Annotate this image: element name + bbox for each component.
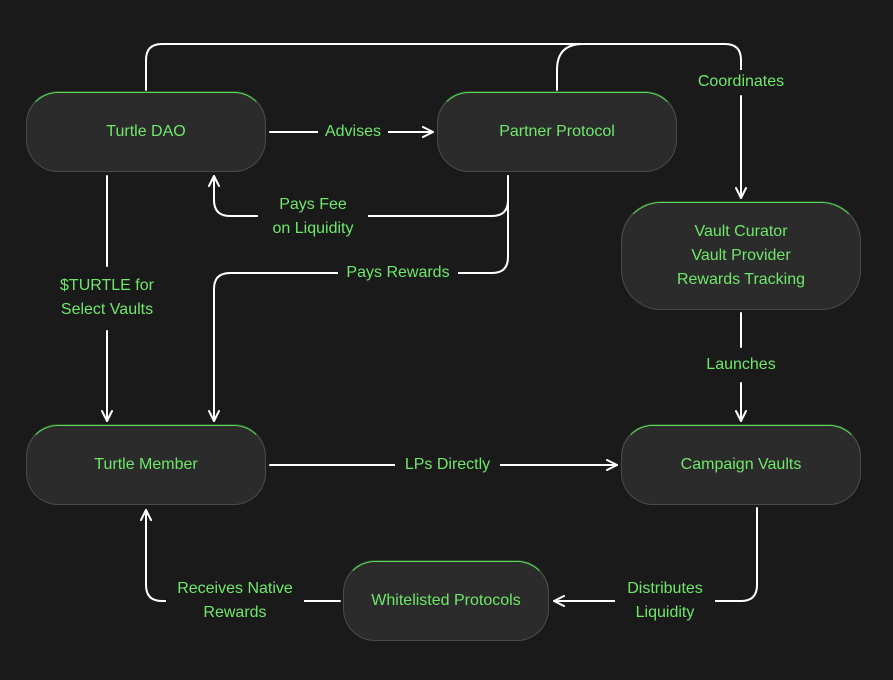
- wire-pays-fee: [361, 175, 509, 217]
- edge-label-receives-native-rewards: Receives Native Rewards: [166, 577, 304, 625]
- node-vault-curator-line-1: Vault Curator: [694, 223, 788, 240]
- edge-label-turtle-line-1: $TURTLE for: [60, 277, 154, 294]
- wire-partner-top: [556, 43, 584, 91]
- edge-label-distributes-liquidity: Distributes Liquidity: [615, 577, 715, 625]
- node-campaign-vaults: Campaign Vaults: [621, 425, 861, 505]
- edge-label-receives-line-1: Receives Native: [177, 580, 293, 597]
- edge-label-pays-fee-line-1: Pays Fee: [279, 196, 347, 213]
- edge-label-pays-fee-line-2: on Liquidity: [272, 220, 354, 237]
- edge-label-launches-text: Launches: [706, 356, 776, 373]
- node-partner-protocol-label: Partner Protocol: [499, 123, 615, 140]
- edge-label-receives-line-2: Rewards: [203, 604, 267, 621]
- edge-label-distributes-line-1: Distributes: [627, 580, 703, 597]
- node-whitelisted-protocols: Whitelisted Protocols: [343, 561, 549, 641]
- node-turtle-dao: Turtle DAO: [26, 92, 266, 172]
- edge-label-pays-rewards: Pays Rewards: [338, 261, 458, 285]
- node-whitelisted-protocols-label: Whitelisted Protocols: [371, 592, 521, 609]
- node-vault-curator-line-2: Vault Provider: [691, 247, 791, 264]
- wire-pays-rewards-arrow: [208, 272, 341, 422]
- node-turtle-member-label: Turtle Member: [94, 456, 198, 473]
- edge-label-launches: Launches: [691, 353, 791, 377]
- edge-label-turtle-for-vaults: $TURTLE for Select Vaults: [46, 274, 168, 322]
- edge-label-lps-directly-text: LPs Directly: [404, 456, 491, 473]
- node-partner-protocol: Partner Protocol: [437, 92, 677, 172]
- wire-pays-fee-arrow: [208, 175, 269, 217]
- edge-label-pays-fee: Pays Fee on Liquidity: [258, 193, 368, 241]
- node-vault-curator-line-3: Rewards Tracking: [676, 271, 806, 288]
- wire-pays-rewards: [455, 175, 509, 274]
- node-turtle-member: Turtle Member: [26, 425, 266, 505]
- edge-label-pays-rewards-text: Pays Rewards: [346, 264, 450, 281]
- wire-distributes: [711, 507, 758, 602]
- node-turtle-dao-label: Turtle DAO: [106, 123, 186, 140]
- node-vault-curator: Vault Curator Vault Provider Rewards Tra…: [621, 202, 861, 310]
- wire-receives-arrow: [140, 509, 169, 602]
- wire-dao-top-loop: [145, 43, 742, 91]
- edge-label-turtle-line-2: Select Vaults: [60, 301, 154, 318]
- edge-label-distributes-line-2: Liquidity: [635, 604, 695, 621]
- edge-label-lps-directly: LPs Directly: [395, 453, 500, 477]
- edge-label-advises: Advises: [318, 120, 388, 144]
- edge-label-coordinates: Coordinates: [681, 70, 801, 94]
- edge-label-coordinates-text: Coordinates: [697, 73, 785, 90]
- node-campaign-vaults-label: Campaign Vaults: [680, 456, 802, 473]
- edge-label-advises-text: Advises: [324, 123, 382, 140]
